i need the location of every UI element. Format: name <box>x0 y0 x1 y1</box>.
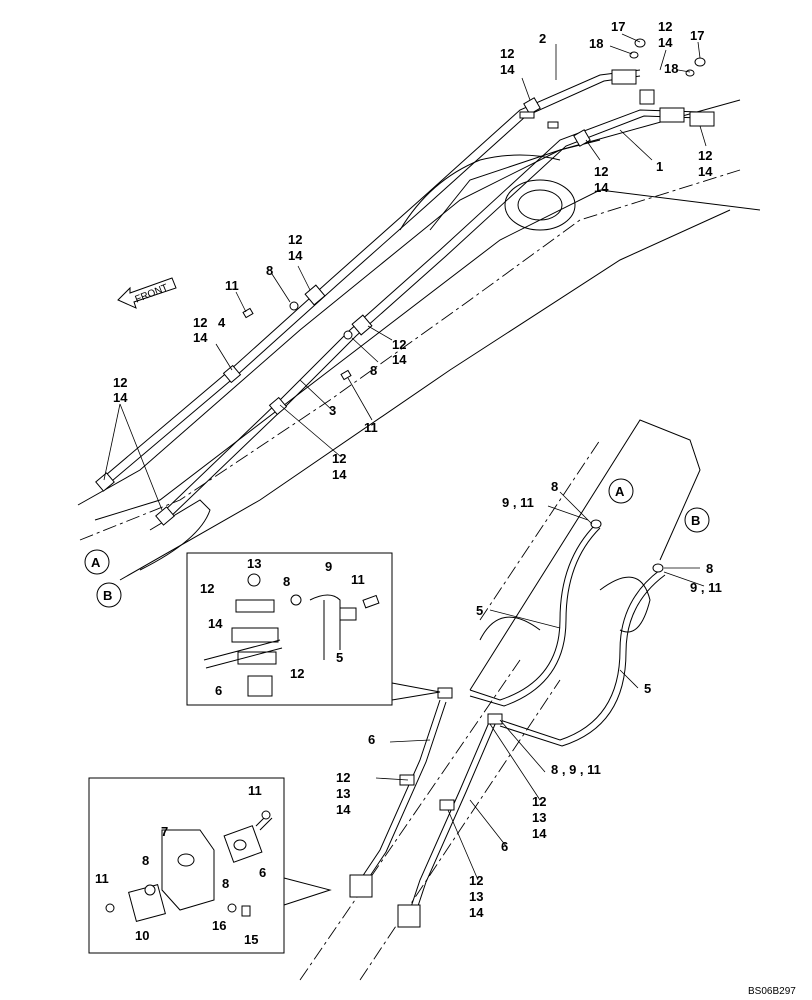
drawing-code: BS06B297 <box>748 986 796 997</box>
callout-14: 14 <box>113 390 128 405</box>
callout-6: 6 <box>368 732 375 747</box>
callout-12: 12 <box>469 873 483 888</box>
callout-11: 11 <box>248 783 262 798</box>
callout-9-11: 9 , 11 <box>502 495 534 510</box>
boom-pipes <box>99 69 701 522</box>
callout-labels: 17 17 18 18 12 14 2 12 14 1 12 14 12 14 … <box>95 19 722 947</box>
reference-markers: A B A B <box>84 478 710 608</box>
callout-11: 11 <box>351 572 365 587</box>
callout-5: 5 <box>644 681 651 696</box>
ref-b-boom: B <box>103 588 112 603</box>
callout-12: 12 <box>290 666 304 681</box>
callout-2: 2 <box>539 31 546 46</box>
callout-14: 14 <box>532 826 547 841</box>
callout-12: 12 <box>113 375 127 390</box>
callout-13: 13 <box>336 786 350 801</box>
callout-12: 12 <box>288 232 302 247</box>
callout-17: 17 <box>611 19 625 34</box>
leader-lines <box>103 33 707 881</box>
callout-12: 12 <box>698 148 712 163</box>
callout-8: 8 <box>706 561 713 576</box>
detail-box-clamp <box>186 552 441 706</box>
callout-1: 1 <box>656 159 663 174</box>
callout-14: 14 <box>500 62 515 77</box>
callout-4: 4 <box>218 315 226 330</box>
callout-8-9-11: 8 , 9 , 11 <box>551 762 601 777</box>
boom-clamps <box>95 38 715 526</box>
callout-8: 8 <box>266 263 273 278</box>
callout-12: 12 <box>594 164 608 179</box>
callout-12: 12 <box>532 794 546 809</box>
callout-3: 3 <box>329 403 336 418</box>
callout-6: 6 <box>259 865 266 880</box>
callout-12: 12 <box>658 19 672 34</box>
front-label: FRONT <box>134 282 170 305</box>
callout-9-11: 9 , 11 <box>690 580 722 595</box>
callout-8: 8 <box>551 479 558 494</box>
arm-hoses <box>349 519 666 928</box>
callout-14: 14 <box>288 248 303 263</box>
callout-16: 16 <box>212 918 226 933</box>
callout-12: 12 <box>200 581 214 596</box>
callout-11: 11 <box>95 871 109 886</box>
callout-14: 14 <box>698 164 713 179</box>
callout-15: 15 <box>244 932 258 947</box>
ref-a-boom: A <box>91 555 101 570</box>
callout-13: 13 <box>469 889 483 904</box>
callout-14: 14 <box>332 467 347 482</box>
callout-14: 14 <box>469 905 484 920</box>
callout-11: 11 <box>225 278 239 293</box>
detail-box-block <box>88 777 332 954</box>
callout-14: 14 <box>594 180 609 195</box>
callout-14: 14 <box>658 35 673 50</box>
callout-5: 5 <box>476 603 483 618</box>
callout-8: 8 <box>142 853 149 868</box>
callout-12: 12 <box>193 315 207 330</box>
callout-12: 12 <box>332 451 346 466</box>
callout-10: 10 <box>135 928 149 943</box>
front-arrow-icon: FRONT <box>117 277 177 309</box>
callout-18: 18 <box>664 61 678 76</box>
callout-14: 14 <box>208 616 223 631</box>
callout-7: 7 <box>161 824 168 839</box>
callout-13: 13 <box>532 810 546 825</box>
callout-12: 12 <box>336 770 350 785</box>
callout-12: 12 <box>500 46 514 61</box>
callout-13: 13 <box>247 556 261 571</box>
callout-6: 6 <box>215 683 222 698</box>
callout-9: 9 <box>325 559 332 574</box>
callout-8: 8 <box>370 363 377 378</box>
callout-12: 12 <box>392 337 406 352</box>
callout-18: 18 <box>589 36 603 51</box>
callout-6: 6 <box>501 839 508 854</box>
callout-5: 5 <box>336 650 343 665</box>
arm-outline <box>299 419 701 981</box>
callout-8: 8 <box>222 876 229 891</box>
ref-b-arm: B <box>691 513 700 528</box>
callout-14: 14 <box>193 330 208 345</box>
callout-14: 14 <box>392 352 407 367</box>
callout-14: 14 <box>336 802 351 817</box>
callout-11: 11 <box>364 420 378 435</box>
ref-a-arm: A <box>615 484 625 499</box>
callout-8: 8 <box>283 574 290 589</box>
callout-17: 17 <box>690 28 704 43</box>
